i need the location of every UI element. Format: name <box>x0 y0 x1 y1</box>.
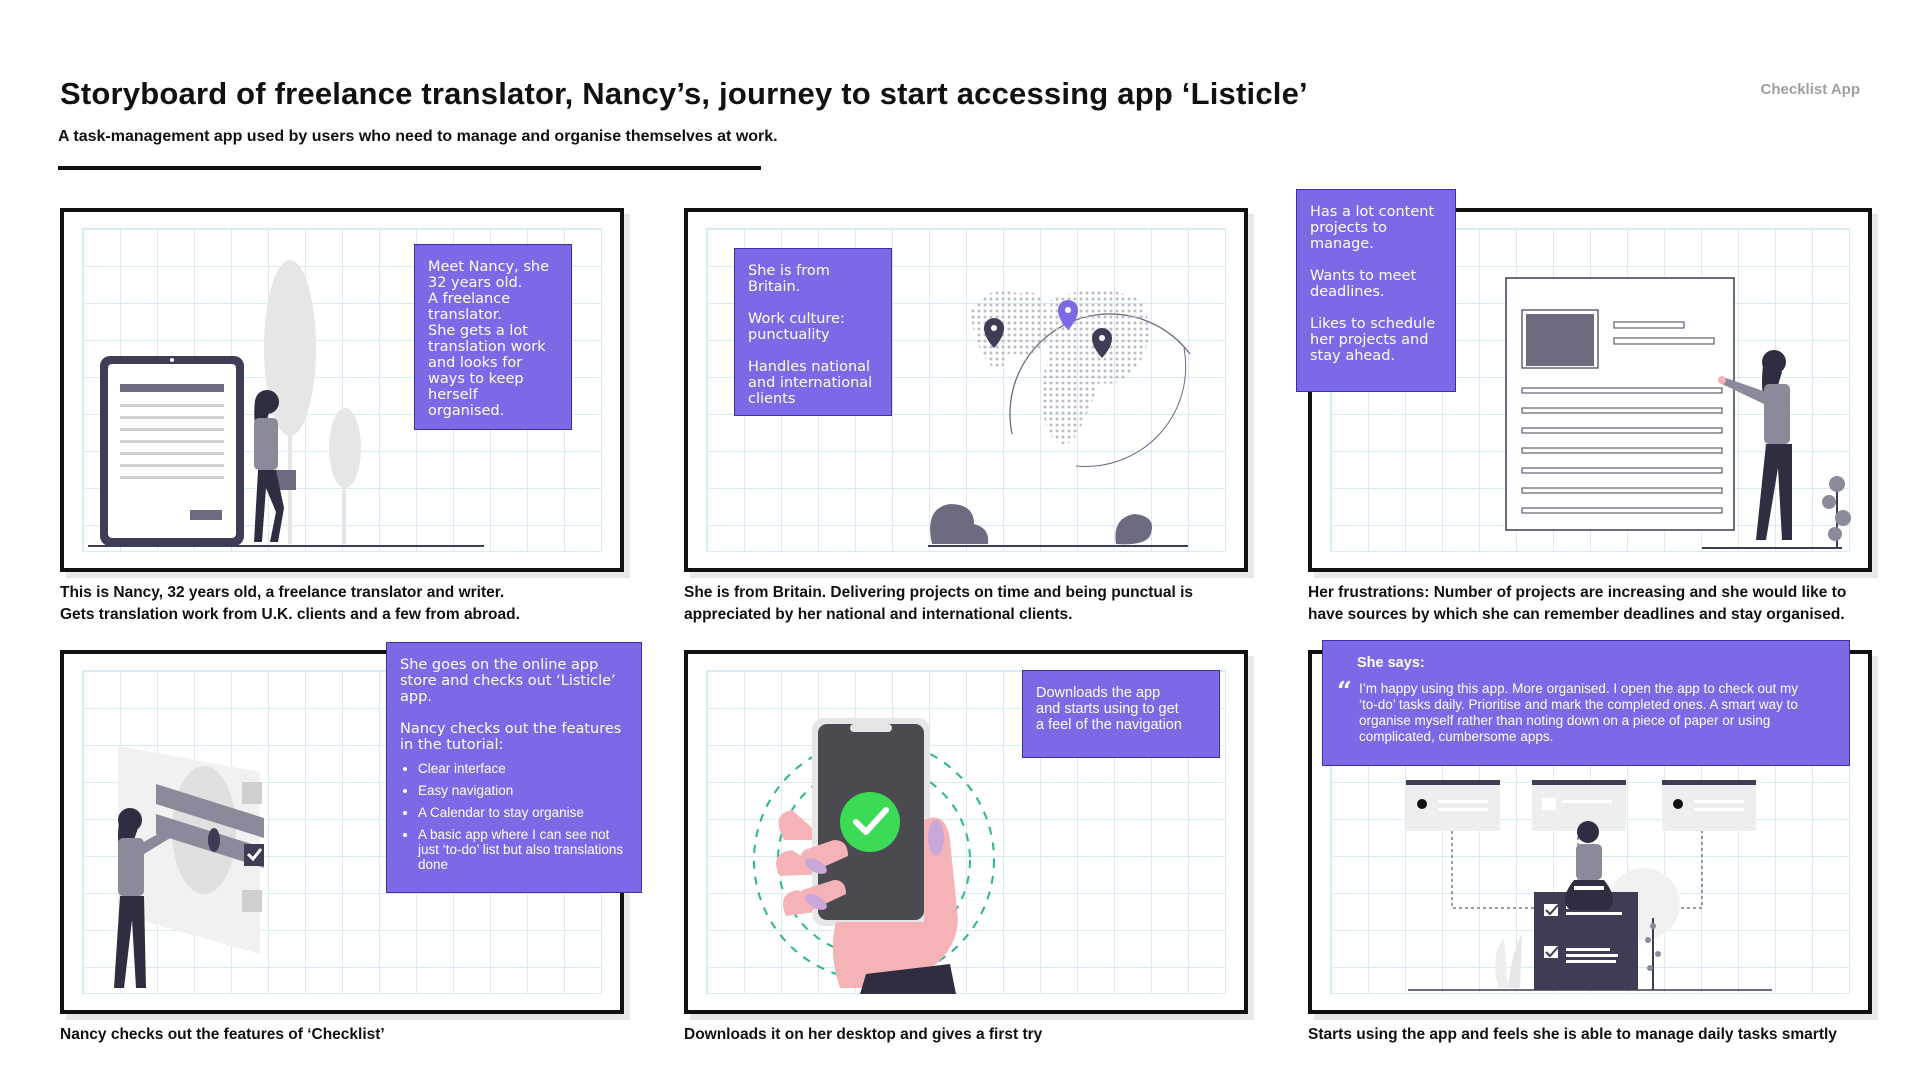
note-line: She gets a lot <box>428 323 528 339</box>
feature-item: A Calendar to stay organise <box>418 805 628 820</box>
caption-line: This is Nancy, 32 years old, a freelance… <box>60 584 505 601</box>
note-line: app. <box>400 689 432 705</box>
title-underline <box>58 166 761 170</box>
caption-line: Downloads it on her desktop and gives a … <box>684 1026 1043 1043</box>
note-line: stay ahead. <box>1310 348 1396 364</box>
testimonial-heading: She says: <box>1357 655 1425 671</box>
note-line: in the tutorial: <box>400 737 504 753</box>
app-tag: Checklist App <box>1760 81 1860 98</box>
feature-item: Clear interface <box>418 761 628 776</box>
feature-item: A basic app where I can see not just ‘to… <box>418 827 628 872</box>
nancy-tablet-illustration <box>88 260 484 547</box>
note-line: Has a lot content <box>1310 204 1435 220</box>
note-line: deadlines. <box>1310 284 1385 300</box>
tutorial-features-illustration <box>114 746 264 988</box>
panel-5-caption: Downloads it on her desktop and gives a … <box>684 1024 1042 1046</box>
quote-line: ‘to-do’ tasks daily. Prioritise and mark… <box>1359 697 1798 712</box>
caption-line: Gets translation work from U.K. clients … <box>60 606 520 623</box>
page-subtitle: A task-management app used by users who … <box>58 128 778 145</box>
caption-line: have sources by which she can remember d… <box>1308 606 1845 623</box>
quote-line: I’m happy using this app. More organised… <box>1359 681 1799 696</box>
page-title: Storyboard of freelance translator, Nanc… <box>60 76 1308 111</box>
note-line: Likes to schedule <box>1310 316 1436 332</box>
panel-6-caption: Starts using the app and feels she is ab… <box>1308 1024 1837 1046</box>
note-line: Work culture: <box>748 311 845 327</box>
quote-icon: “ <box>1337 677 1352 707</box>
caption-line: appreciated by her national and internat… <box>684 606 1073 623</box>
testimonial-note: She says: “ I’m happy using this app. Mo… <box>1322 640 1850 766</box>
caption-line: Starts using the app and feels she is ab… <box>1308 1026 1837 1043</box>
note-line: ways to keep <box>428 371 524 387</box>
storyboard-panel-5: Downloads the app and starts using to ge… <box>684 650 1248 1014</box>
note-line: Downloads the app <box>1036 685 1161 701</box>
note-line: a feel of the navigation <box>1036 717 1182 733</box>
caption-line: Nancy checks out the features of ‘Checkl… <box>60 1026 385 1043</box>
note-line: herself organised. <box>428 387 505 419</box>
note-line: A freelance <box>428 291 511 307</box>
download-note: Downloads the app and starts using to ge… <box>1022 670 1220 758</box>
panel-4-caption: Nancy checks out the features of ‘Checkl… <box>60 1024 385 1046</box>
feature-list: Clear interface Easy navigation A Calend… <box>400 761 628 872</box>
document-board-illustration <box>1505 277 1851 549</box>
note-line: Nancy checks out the features <box>400 721 622 737</box>
phone-download-illustration <box>753 718 995 994</box>
quote-line: complicated, cumbersome apps. <box>1359 729 1554 744</box>
feature-item: Easy navigation <box>418 783 628 798</box>
note-line: translator. <box>428 307 502 323</box>
caption-line: Her frustrations: Number of projects are… <box>1308 584 1847 601</box>
note-line: Meet Nancy, she <box>428 259 550 275</box>
note-line: and looks for <box>428 355 523 371</box>
storyboard-panel-4 <box>60 650 624 1014</box>
panel-3-caption: Her frustrations: Number of projects are… <box>1308 582 1846 626</box>
note-line: store and checks out ‘Listicle’ <box>400 673 616 689</box>
world-globe-illustration <box>928 290 1191 547</box>
quote-line: organise myself rather than noting down … <box>1359 713 1771 728</box>
storyboard-panel-1: Meet Nancy, she 32 years old. A freelanc… <box>60 208 624 572</box>
note-line: She goes on the online app <box>400 657 599 673</box>
note-line: Britain. <box>748 279 801 295</box>
note-line: and international <box>748 375 873 391</box>
panel-1-caption: This is Nancy, 32 years old, a freelance… <box>60 582 520 626</box>
note-line: and starts using to get <box>1036 701 1179 717</box>
task-board-illustration <box>1406 780 1772 991</box>
note-line: 32 years old. <box>428 275 523 291</box>
storyboard-panel-3 <box>1308 208 1872 572</box>
note-line: translation work <box>428 339 546 355</box>
caption-line: She is from Britain. Delivering projects… <box>684 584 1194 601</box>
note-line: Handles national <box>748 359 871 375</box>
intro-note: Meet Nancy, she 32 years old. A freelanc… <box>414 244 572 430</box>
note-line: clients <box>748 391 796 407</box>
note-line: punctuality <box>748 327 830 343</box>
note-line: She is from <box>748 263 830 279</box>
note-line: her projects and <box>1310 332 1429 348</box>
note-line: manage. <box>1310 236 1374 252</box>
note-line: Wants to meet <box>1310 268 1417 284</box>
panel-2-caption: She is from Britain. Delivering projects… <box>684 582 1193 626</box>
note-line: projects to <box>1310 220 1388 236</box>
